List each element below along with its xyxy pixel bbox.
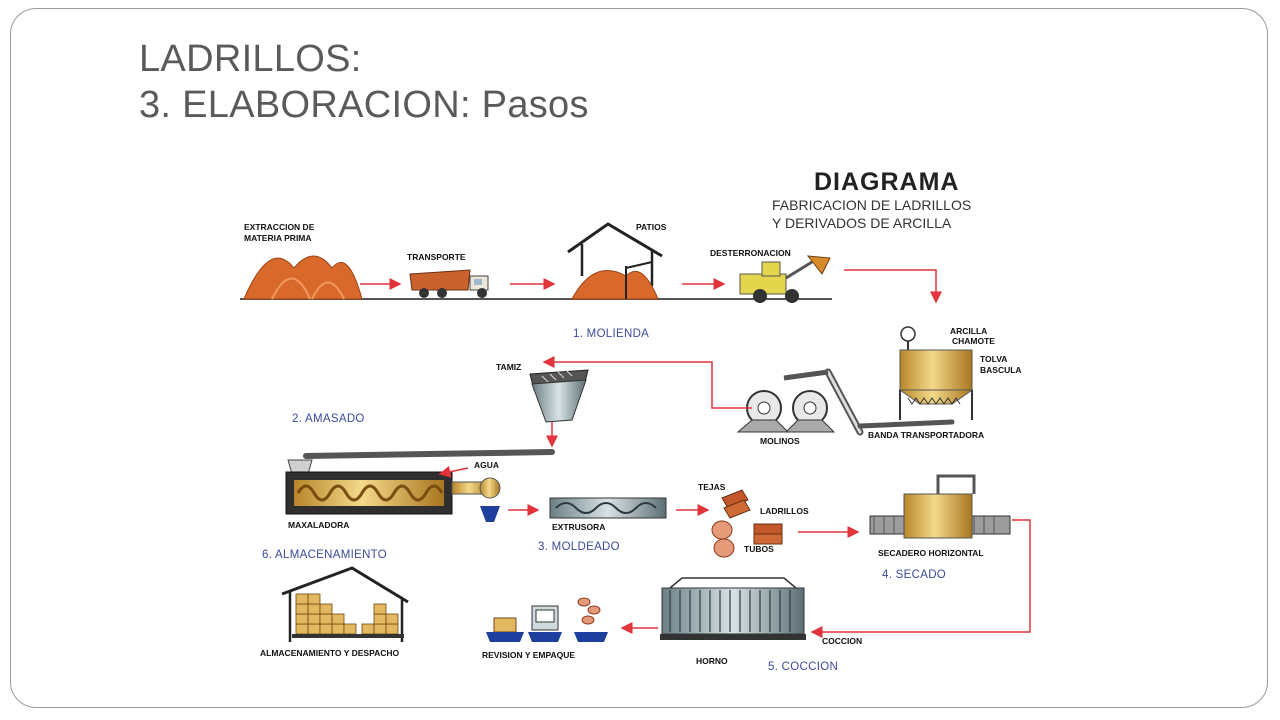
title-line-1: LADRILLOS: — [139, 38, 362, 80]
slide-frame — [10, 8, 1268, 708]
step-6-almacenamiento: 6. ALMACENAMIENTO — [262, 549, 387, 561]
diagram-subheading-2: Y DERIVADOS DE ARCILLA — [772, 215, 952, 231]
warehouse-icon — [281, 566, 409, 642]
extraccion-label-1: EXTRACCION DE — [244, 222, 315, 232]
hopper-scale-icon — [898, 326, 974, 420]
diagram-subheading-1: FABRICACION DE LADRILLOS — [772, 197, 971, 213]
patio-shed-icon — [567, 222, 663, 300]
sieve-icon — [529, 369, 589, 423]
title-line-2: 3. ELABORACION: Pasos — [139, 84, 589, 126]
step-3-moldeado: 3. MOLDEADO — [538, 541, 620, 553]
step-1-molienda: 1. MOLIENDA — [573, 328, 649, 340]
tejas-label: TEJAS — [698, 482, 726, 492]
molinos-label: MOLINOS — [760, 436, 800, 446]
flow-arrow-4 — [844, 269, 942, 304]
brick-process-diagram: DIAGRAMA FABRICACION DE LADRILLOS Y DERI… — [240, 168, 1031, 673]
flow-arrow-10 — [810, 519, 1031, 638]
extrusora-label: EXTRUSORA — [552, 522, 605, 532]
dump-truck-icon — [409, 269, 489, 298]
tubos-label: TUBOS — [744, 544, 774, 554]
banda-label: BANDA TRANSPORTADORA — [868, 430, 984, 440]
inspection-packing-icon — [486, 597, 608, 642]
flow-arrow-5 — [542, 356, 752, 409]
tolva-label: TOLVA — [980, 354, 1007, 364]
conveyor-belt-icon — [783, 368, 955, 436]
kiln-icon — [660, 577, 806, 640]
desterronacion-label: DESTERRONACION — [710, 248, 791, 258]
pug-mill-icon — [285, 449, 555, 522]
coccion-label: COCCION — [822, 636, 862, 646]
step-5-coccion: 5. COCCION — [768, 661, 838, 673]
extraccion-label-2: MATERIA PRIMA — [244, 233, 312, 243]
bascula-label: BASCULA — [980, 365, 1022, 375]
step-2-amasado: 2. AMASADO — [292, 413, 365, 425]
arcilla-label: ARCILLA — [950, 326, 987, 336]
agua-label: AGUA — [474, 460, 499, 470]
slide-title: LADRILLOS: 3. ELABORACION: Pasos — [139, 36, 589, 128]
mills-icon — [736, 390, 836, 433]
maxaladora-label: MAXALADORA — [288, 520, 349, 530]
chamote-label: CHAMOTE — [952, 336, 995, 346]
patios-label: PATIOS — [636, 222, 667, 232]
water-arrow — [438, 465, 469, 478]
front-loader-icon — [739, 255, 831, 303]
step-4-secado: 4. SECADO — [882, 569, 946, 581]
horizontal-dryer-icon — [869, 474, 1011, 539]
clay-mounds-icon — [243, 255, 363, 300]
extruder-icon — [549, 497, 667, 519]
almacen-label: ALMACENAMIENTO Y DESPACHO — [260, 648, 400, 658]
transporte-label: TRANSPORTE — [407, 252, 466, 262]
tamiz-label: TAMIZ — [496, 362, 521, 372]
diagram-heading: DIAGRAMA — [814, 168, 960, 196]
brick-products-icon — [711, 489, 783, 558]
ladrillos-label: LADRILLOS — [760, 506, 809, 516]
horno-label: HORNO — [696, 656, 728, 666]
secadero-label: SECADERO HORIZONTAL — [878, 548, 984, 558]
revision-label: REVISION Y EMPAQUE — [482, 650, 575, 660]
